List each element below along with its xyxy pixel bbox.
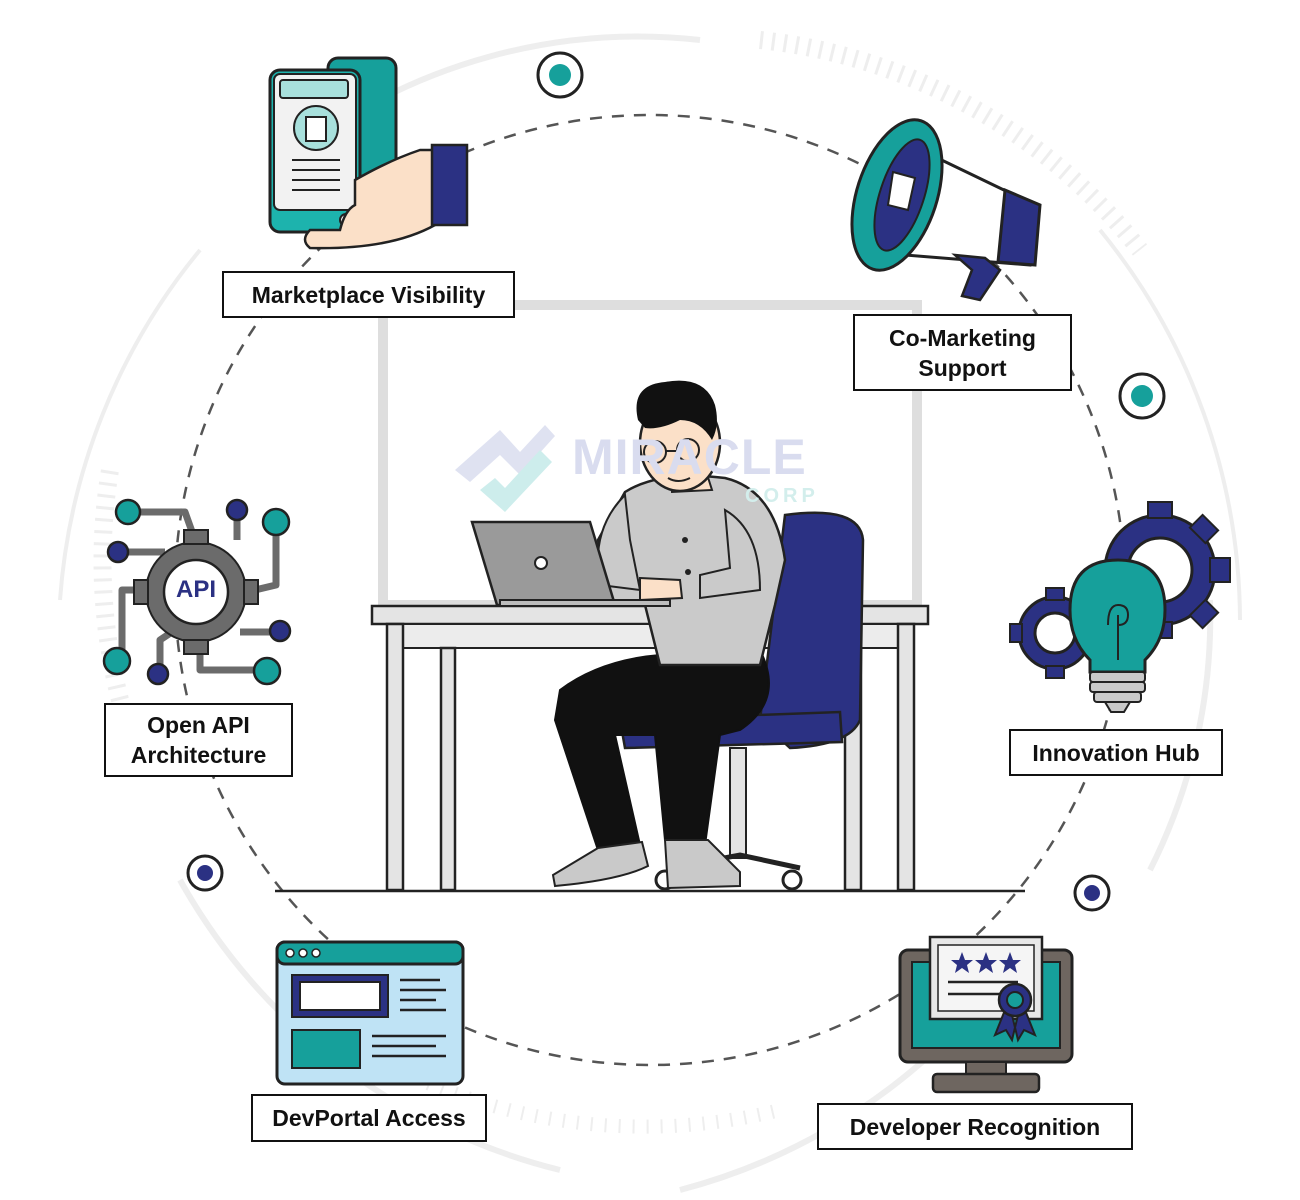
marketplace-visibility-label: Marketplace Visibility — [222, 271, 515, 318]
developer-person — [551, 380, 787, 890]
megaphone-icon — [850, 118, 1042, 302]
watermark-subtitle: CORP — [745, 485, 819, 507]
watermark-logo-icon — [455, 425, 555, 512]
orbit-dot-teal-top — [536, 51, 584, 99]
label-line: Co-Marketing — [889, 324, 1036, 351]
phone-hand-icon — [268, 56, 469, 250]
certificate-monitor-icon — [898, 935, 1074, 1094]
browser-window-icon — [275, 940, 465, 1086]
label-line: DevPortal Access — [272, 1105, 466, 1131]
label-line: Support — [918, 354, 1007, 381]
co-marketing-support-label: Co-Marketing Support — [853, 314, 1072, 391]
label-line: Marketplace Visibility — [251, 281, 486, 308]
lightbulb-gears-icon — [1009, 501, 1231, 713]
innovation-hub-label: Innovation Hub — [1009, 729, 1223, 776]
label-line: Architecture — [130, 742, 267, 768]
developer-recognition-label: Developer Recognition — [817, 1103, 1133, 1150]
orbit-dot-navy-left — [186, 854, 224, 892]
label-line: Developer Recognition — [849, 1113, 1101, 1140]
watermark-wordmark: MIRACLE — [572, 429, 807, 485]
label-line: Innovation Hub — [1032, 739, 1200, 766]
api-badge-text: API — [175, 576, 216, 603]
devportal-access-label: DevPortal Access — [251, 1094, 487, 1142]
open-api-architecture-label: Open API Architecture — [104, 703, 293, 777]
laptop — [470, 520, 671, 607]
orbit-dot-navy-right — [1073, 874, 1111, 912]
label-line: Open API — [147, 712, 250, 738]
orbit-dot-teal-right — [1118, 372, 1166, 420]
api-gear-icon — [102, 498, 292, 686]
